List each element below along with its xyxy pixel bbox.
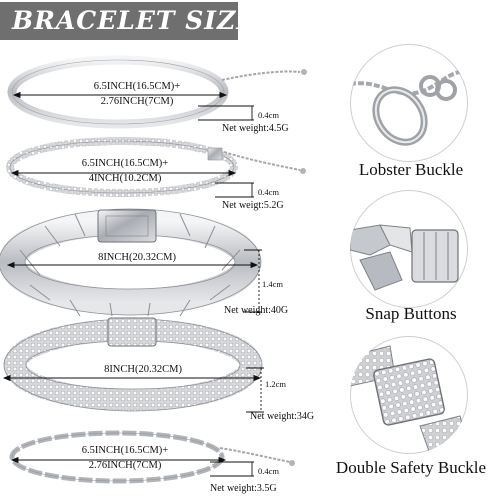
double-safety-clasp-icon	[350, 345, 468, 454]
bracelet-4-weight: Net weight:34G	[250, 411, 315, 422]
snap-clasp-closeup	[350, 190, 468, 308]
snap-buttons-caption: Snap Buttons	[365, 304, 457, 323]
bracelet-3-weight: Net weight:40G	[224, 305, 289, 316]
bracelet-1-weight: Net weight:4.5G	[222, 123, 289, 134]
bracelet-1-width: 0.4cm	[258, 110, 280, 120]
bracelet-4-width: 1.2cm	[265, 379, 287, 389]
bracelet-2-length-line2: 4INCH(10.2CM)	[88, 173, 162, 184]
snake-chain-bracelet	[7, 55, 307, 129]
title-banner: BRACELET SIZE	[0, 2, 255, 40]
lobster-buckle-caption: Lobster Buckle	[358, 160, 464, 179]
bracelet-2-weight: Net weigt:5.2G	[222, 200, 284, 211]
lobster-clasp-icon	[350, 69, 468, 146]
double-safety-buckle-caption: Double Safety Buckle	[335, 458, 487, 477]
bracelet-5-length-line2: 2.76INCH(7CM)	[88, 460, 162, 471]
bracelet-1-length-line2: 2.76INCH(7CM)	[100, 96, 174, 107]
tennis-bracelet	[6, 137, 306, 197]
bracelet-5-weight: Net weight:3.5G	[210, 483, 277, 494]
bracelet-3-length: 8INCH(20.32CM)	[98, 252, 176, 263]
bracelet-4-length: 8INCH(20.32CM)	[104, 364, 182, 375]
bracelet-2-width: 0.4cm	[258, 187, 280, 197]
bracelet-5-width: 0.4cm	[258, 466, 280, 476]
bracelet-3-width: 1.4cm	[262, 279, 284, 289]
bracelet-2-length-line1: 6.5INCH(16.5CM)+	[81, 158, 169, 169]
cuban-link-bracelet-wide	[0, 208, 262, 317]
iced-cuban-link-bracelet	[3, 317, 263, 412]
figaro-chain-bracelet	[9, 430, 295, 484]
snap-clasp-icon	[350, 224, 459, 291]
bracelet-1-length-line1: 6.5INCH(16.5CM)+	[93, 81, 181, 92]
bracelet-5-length-line1: 6.5INCH(16.5CM)+	[81, 445, 169, 456]
measurement-lines	[2, 91, 264, 477]
double-safety-clasp-closeup	[350, 336, 468, 454]
page-title: BRACELET SIZE	[12, 6, 257, 35]
lobster-clasp-closeup	[350, 44, 468, 162]
